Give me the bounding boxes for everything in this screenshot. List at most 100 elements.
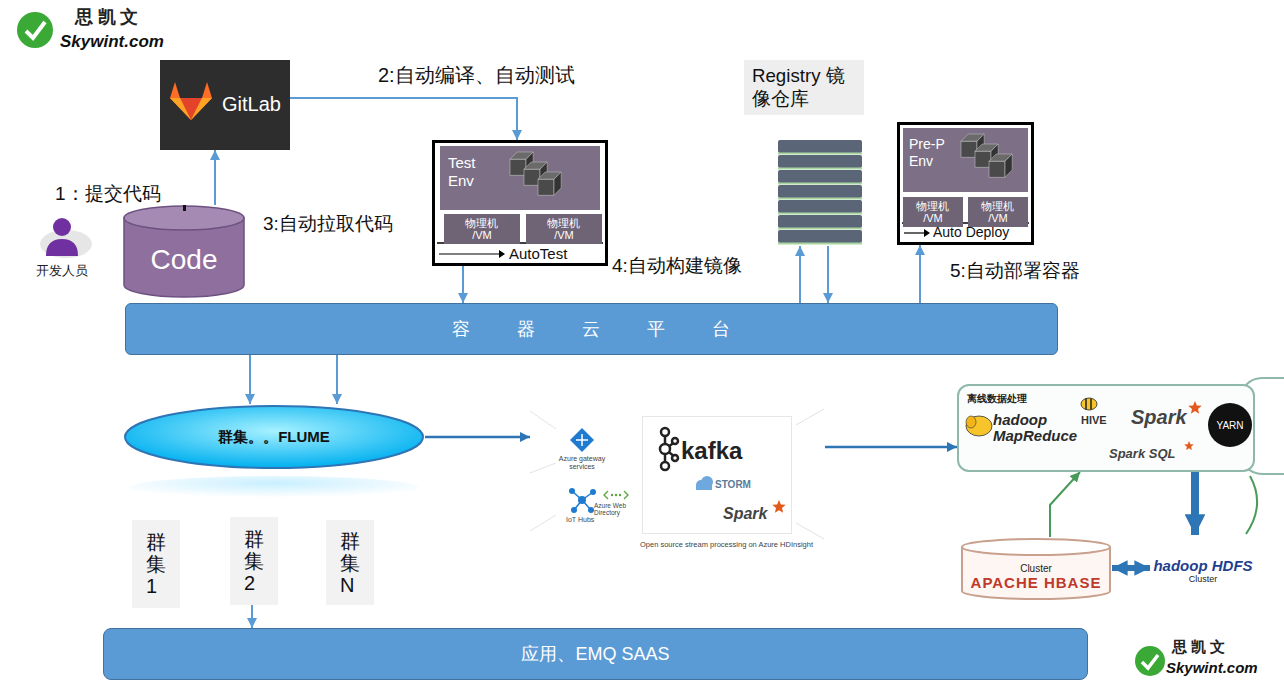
connector (336, 355, 338, 404)
decor-circle (672, 438, 678, 444)
node-text: 容 器 云 平 台 (452, 317, 730, 341)
node-text: Spark (1131, 406, 1187, 429)
node-text: Open source stream processing on Azure H… (640, 540, 813, 549)
decor-rect (961, 141, 977, 157)
node-text: Spark (723, 505, 767, 523)
connector (251, 605, 253, 628)
logo-check (1142, 655, 1158, 668)
logo-circle (17, 12, 53, 48)
registry: Registry 镜像仓库 (742, 58, 864, 246)
connector (799, 246, 801, 303)
decor-path (191, 98, 212, 120)
connector (825, 446, 957, 449)
decor-rect (778, 185, 862, 198)
node-text: Cluster (1189, 574, 1218, 584)
machine-box: 物理机 /VM (968, 197, 1028, 227)
flume-ellipse: 群集。。FLUME (123, 404, 425, 470)
machine-box: 物理机 /VM (903, 197, 963, 227)
test-env-frame: AutoTest Test Env 物理机 /VM 物理机 /VM (432, 140, 608, 266)
decor-rect (975, 151, 991, 167)
decor-path (604, 491, 608, 499)
decor-polygon (1005, 154, 1012, 177)
stream-box-shape (643, 417, 791, 533)
decor-rect (183, 205, 186, 211)
decor-line (778, 228, 862, 230)
decor-rect (778, 200, 862, 213)
decor-path (772, 500, 785, 513)
env-box: Test Env (440, 146, 600, 210)
node-text: 群集2 (244, 528, 264, 594)
logo-check (26, 22, 45, 38)
decor-circle (661, 462, 669, 470)
decor-ellipse (966, 416, 976, 428)
decor-path (170, 82, 212, 120)
node-text: Azure gateway services (556, 455, 608, 471)
decor-ellipse (125, 406, 423, 468)
decor-rect (510, 159, 526, 175)
stream-box: kafkaSTORMSpark (642, 416, 792, 534)
decor-path (1184, 441, 1194, 450)
decor-line (796, 523, 824, 539)
connector (290, 98, 517, 140)
node-text: Cluster (1020, 563, 1052, 574)
decor-ellipse (962, 539, 1110, 555)
node-text: IoT Hubs (566, 516, 594, 523)
decor-line (1090, 399, 1092, 410)
step-label: 1：提交代码 (55, 181, 161, 207)
node-text: AutoTest (509, 245, 567, 262)
code-cylinder: Code (123, 205, 245, 298)
decor-line (904, 232, 924, 233)
pre-env-frame: Auto DeployPre-P Env物理机 /VM物理机 /VM (897, 122, 1034, 245)
decor-circle (611, 494, 613, 496)
decor-circle (53, 218, 71, 236)
step-label: 2:自动编译、自动测试 (378, 62, 575, 89)
decor-line (778, 198, 862, 200)
decor-path (499, 250, 505, 258)
connector (1112, 565, 1150, 571)
decor-rect (778, 230, 862, 243)
node-text: 开发人员 (36, 262, 88, 280)
decor-ellipse (1081, 398, 1097, 410)
node-text: STORM (715, 479, 751, 490)
decor-line (778, 168, 862, 170)
decor-circle (578, 496, 586, 504)
node-text: 群集。。FLUME (218, 428, 330, 447)
env-box: Pre-P Env (903, 128, 1028, 192)
node-text: 应用、EMQ SAAS (521, 642, 669, 666)
decor-line (439, 253, 499, 254)
offline-box: 离线数据处理hadoop MapReduceHIVESparkSpark SQL… (957, 384, 1255, 472)
decor-g (660, 428, 678, 470)
gitlab-box: GitLab (160, 60, 290, 150)
decor-rect (778, 140, 862, 153)
step-label: 5:自动部署容器 (950, 258, 1080, 284)
decor-circle (619, 494, 621, 496)
cluster-box: 群集1 (132, 520, 180, 608)
decor-line (796, 409, 824, 425)
logo-text: Skywint.com (60, 32, 164, 52)
node-text: Code (151, 244, 218, 276)
node-text: Spark SQL (1109, 446, 1175, 461)
connector (1191, 472, 1199, 535)
decor-circle (661, 428, 669, 436)
connector (462, 266, 464, 303)
decor-circle (588, 507, 594, 513)
decor-path (1188, 401, 1201, 414)
connector (919, 245, 921, 303)
connector (425, 436, 530, 439)
cluster-box: 群集2 (230, 517, 278, 605)
app-band: 应用、EMQ SAAS (103, 628, 1088, 680)
decor-rect (989, 161, 1005, 177)
decor-path (170, 98, 191, 120)
step-label: 4:自动构建镜像 (612, 253, 742, 279)
node-text: 物理机 /VM (463, 217, 500, 241)
decor-circle (615, 494, 617, 496)
decor-ellipse (124, 206, 244, 230)
node-text: 物理机 /VM (545, 217, 582, 241)
machine-box: 物理机 /VM (526, 214, 602, 244)
node-text: 群集N (340, 530, 360, 596)
node-text: 群集1 (146, 531, 166, 597)
green-curve (1246, 476, 1257, 534)
node-text: 物理机 /VM (914, 200, 951, 224)
decor-circle (569, 488, 575, 494)
